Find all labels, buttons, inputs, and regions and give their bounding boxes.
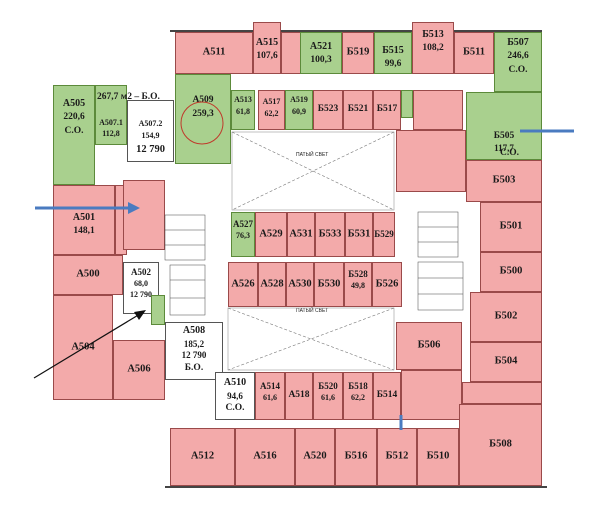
room-a510[interactable]: А510 94,6 С.О.: [215, 372, 255, 420]
room-b510[interactable]: Б510: [417, 428, 459, 486]
room-a512[interactable]: А512: [170, 428, 235, 486]
room-a527[interactable]: А527 76,3: [231, 212, 255, 257]
atrium-bottom-cross: [227, 307, 395, 371]
room-b507[interactable]: Б507 246,6 С.О.: [494, 32, 542, 92]
room-a504[interactable]: А504: [53, 295, 113, 400]
room-a518[interactable]: А518: [285, 372, 313, 420]
pointer-arrow-head: [134, 310, 146, 320]
room-a516[interactable]: А516: [235, 428, 295, 486]
pointer-arrow: [33, 313, 141, 379]
atrium-bottom-label: ПАТЫЙ СВЕТ: [296, 308, 329, 314]
room-b504[interactable]: Б504: [470, 342, 542, 382]
stair-left: [164, 214, 206, 316]
room-a507-1[interactable]: А507.1 112,8: [95, 85, 127, 145]
room-b511[interactable]: Б511: [454, 32, 494, 74]
room-b517-annex[interactable]: [401, 90, 413, 118]
atrium-top-label: ПАТЫЙ СВЕТ: [296, 152, 329, 158]
b505-status: С.О.: [500, 148, 519, 158]
room-a520[interactable]: А520: [295, 428, 335, 486]
room-b516[interactable]: Б516: [335, 428, 377, 486]
room-a505[interactable]: А505 220,6 С.О.: [53, 85, 95, 185]
outer-wall-bottom: [165, 486, 547, 488]
room-b519[interactable]: Б519: [342, 32, 374, 74]
atrium-top-cross: [231, 131, 395, 211]
room-b523[interactable]: Б523: [313, 90, 343, 130]
room-b502[interactable]: Б502: [470, 292, 542, 342]
room-b528[interactable]: Б528 49,8: [344, 262, 372, 307]
room-small-block-left[interactable]: [123, 180, 165, 250]
room-a507-2[interactable]: А507.2 154,9 12 790: [127, 100, 174, 162]
room-a511[interactable]: А511: [175, 32, 253, 74]
room-a519[interactable]: А519 60,9: [285, 90, 313, 130]
note-area-bo: 267,7 м2 – Б.О.: [97, 92, 160, 102]
room-top-right-block[interactable]: [413, 90, 463, 130]
room-b512[interactable]: Б512: [377, 428, 417, 486]
room-a509[interactable]: А509 259,3: [175, 74, 231, 164]
room-a526[interactable]: А526: [228, 262, 258, 307]
room-b506[interactable]: Б506: [396, 322, 462, 370]
room-a531[interactable]: А531: [287, 212, 315, 257]
room-a500[interactable]: А500: [53, 255, 123, 295]
room-b501[interactable]: Б501: [480, 202, 542, 252]
room-b500[interactable]: Б500: [480, 252, 542, 292]
room-a506[interactable]: А506: [113, 340, 165, 400]
room-a517[interactable]: А517 62,2: [258, 90, 285, 130]
room-a530[interactable]: А530: [286, 262, 314, 307]
room-b508[interactable]: Б508: [459, 404, 542, 486]
room-b526[interactable]: Б526: [372, 262, 402, 307]
room-a514[interactable]: А514 61,6: [255, 372, 285, 420]
room-a502-annex[interactable]: [151, 295, 165, 325]
highlight-circle: [180, 101, 224, 145]
room-b518[interactable]: Б518 62,2: [343, 372, 373, 420]
room-b531[interactable]: Б531: [345, 212, 373, 257]
room-b517[interactable]: Б517: [373, 90, 401, 130]
room-b513[interactable]: Б513 108,2: [412, 22, 454, 74]
outer-wall-top: [170, 30, 542, 32]
room-a528[interactable]: А528: [258, 262, 286, 307]
room-b505[interactable]: Б505 117,7: [466, 92, 542, 160]
room-b529[interactable]: Б529: [373, 212, 395, 257]
room-b515[interactable]: Б515 99,6: [374, 32, 412, 74]
room-a501[interactable]: А501 148,1: [53, 185, 115, 255]
room-a521[interactable]: А521 100,3: [300, 32, 342, 74]
room-a529[interactable]: А529: [255, 212, 287, 257]
room-b503[interactable]: Б503: [466, 160, 542, 202]
stair-right: [417, 211, 464, 311]
room-right-corridor-block[interactable]: [462, 382, 542, 404]
room-a515[interactable]: А515 107,6: [253, 22, 281, 74]
room-b521[interactable]: Б521: [343, 90, 373, 130]
entrance-arrow-left-head: [128, 202, 140, 214]
room-b533[interactable]: Б533: [315, 212, 345, 257]
room-a513[interactable]: А513 61,8: [231, 90, 255, 130]
room-b520[interactable]: Б520 61,6: [313, 372, 343, 420]
room-right-small-block[interactable]: [396, 130, 466, 192]
room-b530[interactable]: Б530: [314, 262, 344, 307]
room-a508[interactable]: А508 185,2 12 790 Б.О.: [165, 322, 223, 380]
room-b514[interactable]: Б514: [373, 372, 401, 420]
room-lower-right-block[interactable]: [401, 370, 462, 420]
